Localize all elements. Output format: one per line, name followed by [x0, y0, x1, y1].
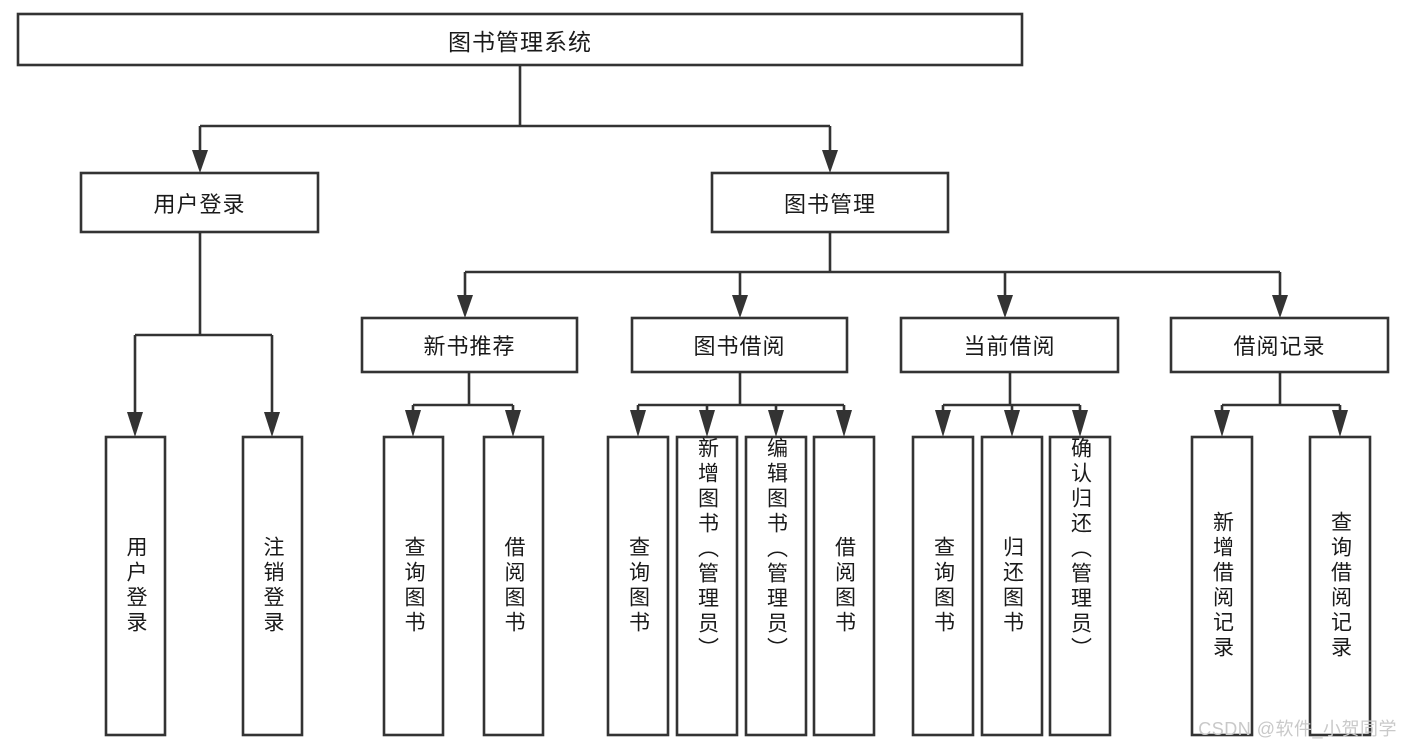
- arrow-head-icon: [997, 295, 1013, 318]
- arrow-head-icon: [264, 412, 280, 437]
- arrow-head-icon: [1004, 410, 1020, 437]
- node-box-leaf-query-record[interactable]: [1308, 435, 1372, 737]
- node-box-leaf-borrow-book-2[interactable]: [812, 435, 876, 737]
- arrow-head-icon: [836, 410, 852, 437]
- node-box-leaf-return-book[interactable]: [980, 435, 1044, 737]
- arrow-head-icon: [768, 410, 784, 437]
- node-box-leaf-query-book-1[interactable]: [382, 435, 445, 737]
- node-box-leaf-add-book[interactable]: [675, 435, 739, 737]
- arrow-head-icon: [1214, 410, 1230, 437]
- connector-bookmanage-to-level3: [457, 232, 1288, 318]
- connector-borrowrecord-to-leaves: [1214, 372, 1348, 437]
- arrow-head-icon: [1272, 295, 1288, 318]
- arrow-head-icon: [127, 412, 143, 437]
- arrow-head-icon: [192, 150, 208, 173]
- connector-bookborrow-to-leaves: [630, 372, 852, 437]
- node-box-book-borrow[interactable]: [630, 316, 849, 374]
- arrow-head-icon: [822, 150, 838, 173]
- connector-currentborrow-to-leaves: [935, 372, 1088, 437]
- arrow-head-icon: [457, 295, 473, 318]
- connector-root-to-level2: [192, 65, 838, 173]
- arrow-head-icon: [1072, 410, 1088, 437]
- arrow-head-icon: [732, 295, 748, 318]
- node-box-leaf-borrow-book-1[interactable]: [482, 435, 545, 737]
- node-box-leaf-user-login[interactable]: [104, 435, 167, 737]
- arrow-head-icon: [1332, 410, 1348, 437]
- arrow-head-icon: [935, 410, 951, 437]
- node-box-leaf-confirm-return[interactable]: [1048, 435, 1112, 737]
- node-box-leaf-query-book-2[interactable]: [606, 435, 670, 737]
- connector-newbook-to-leaves: [405, 372, 521, 437]
- node-box-leaf-query-book-3[interactable]: [911, 435, 975, 737]
- arrow-head-icon: [699, 410, 715, 437]
- node-box-leaf-edit-book[interactable]: [744, 435, 808, 737]
- arrow-head-icon: [405, 410, 421, 437]
- node-box-borrow-record[interactable]: [1169, 316, 1390, 374]
- arrow-head-icon: [505, 410, 521, 437]
- node-box-leaf-add-record[interactable]: [1190, 435, 1254, 737]
- node-box-current-borrow[interactable]: [899, 316, 1120, 374]
- node-box-root[interactable]: [16, 12, 1024, 67]
- node-box-book-manage[interactable]: [710, 171, 950, 234]
- connector-userlogin-to-leaves: [127, 232, 280, 437]
- node-box-user-login[interactable]: [79, 171, 320, 234]
- node-box-leaf-logout[interactable]: [241, 435, 304, 737]
- node-box-new-book-rec[interactable]: [360, 316, 579, 374]
- arrow-head-icon: [630, 410, 646, 437]
